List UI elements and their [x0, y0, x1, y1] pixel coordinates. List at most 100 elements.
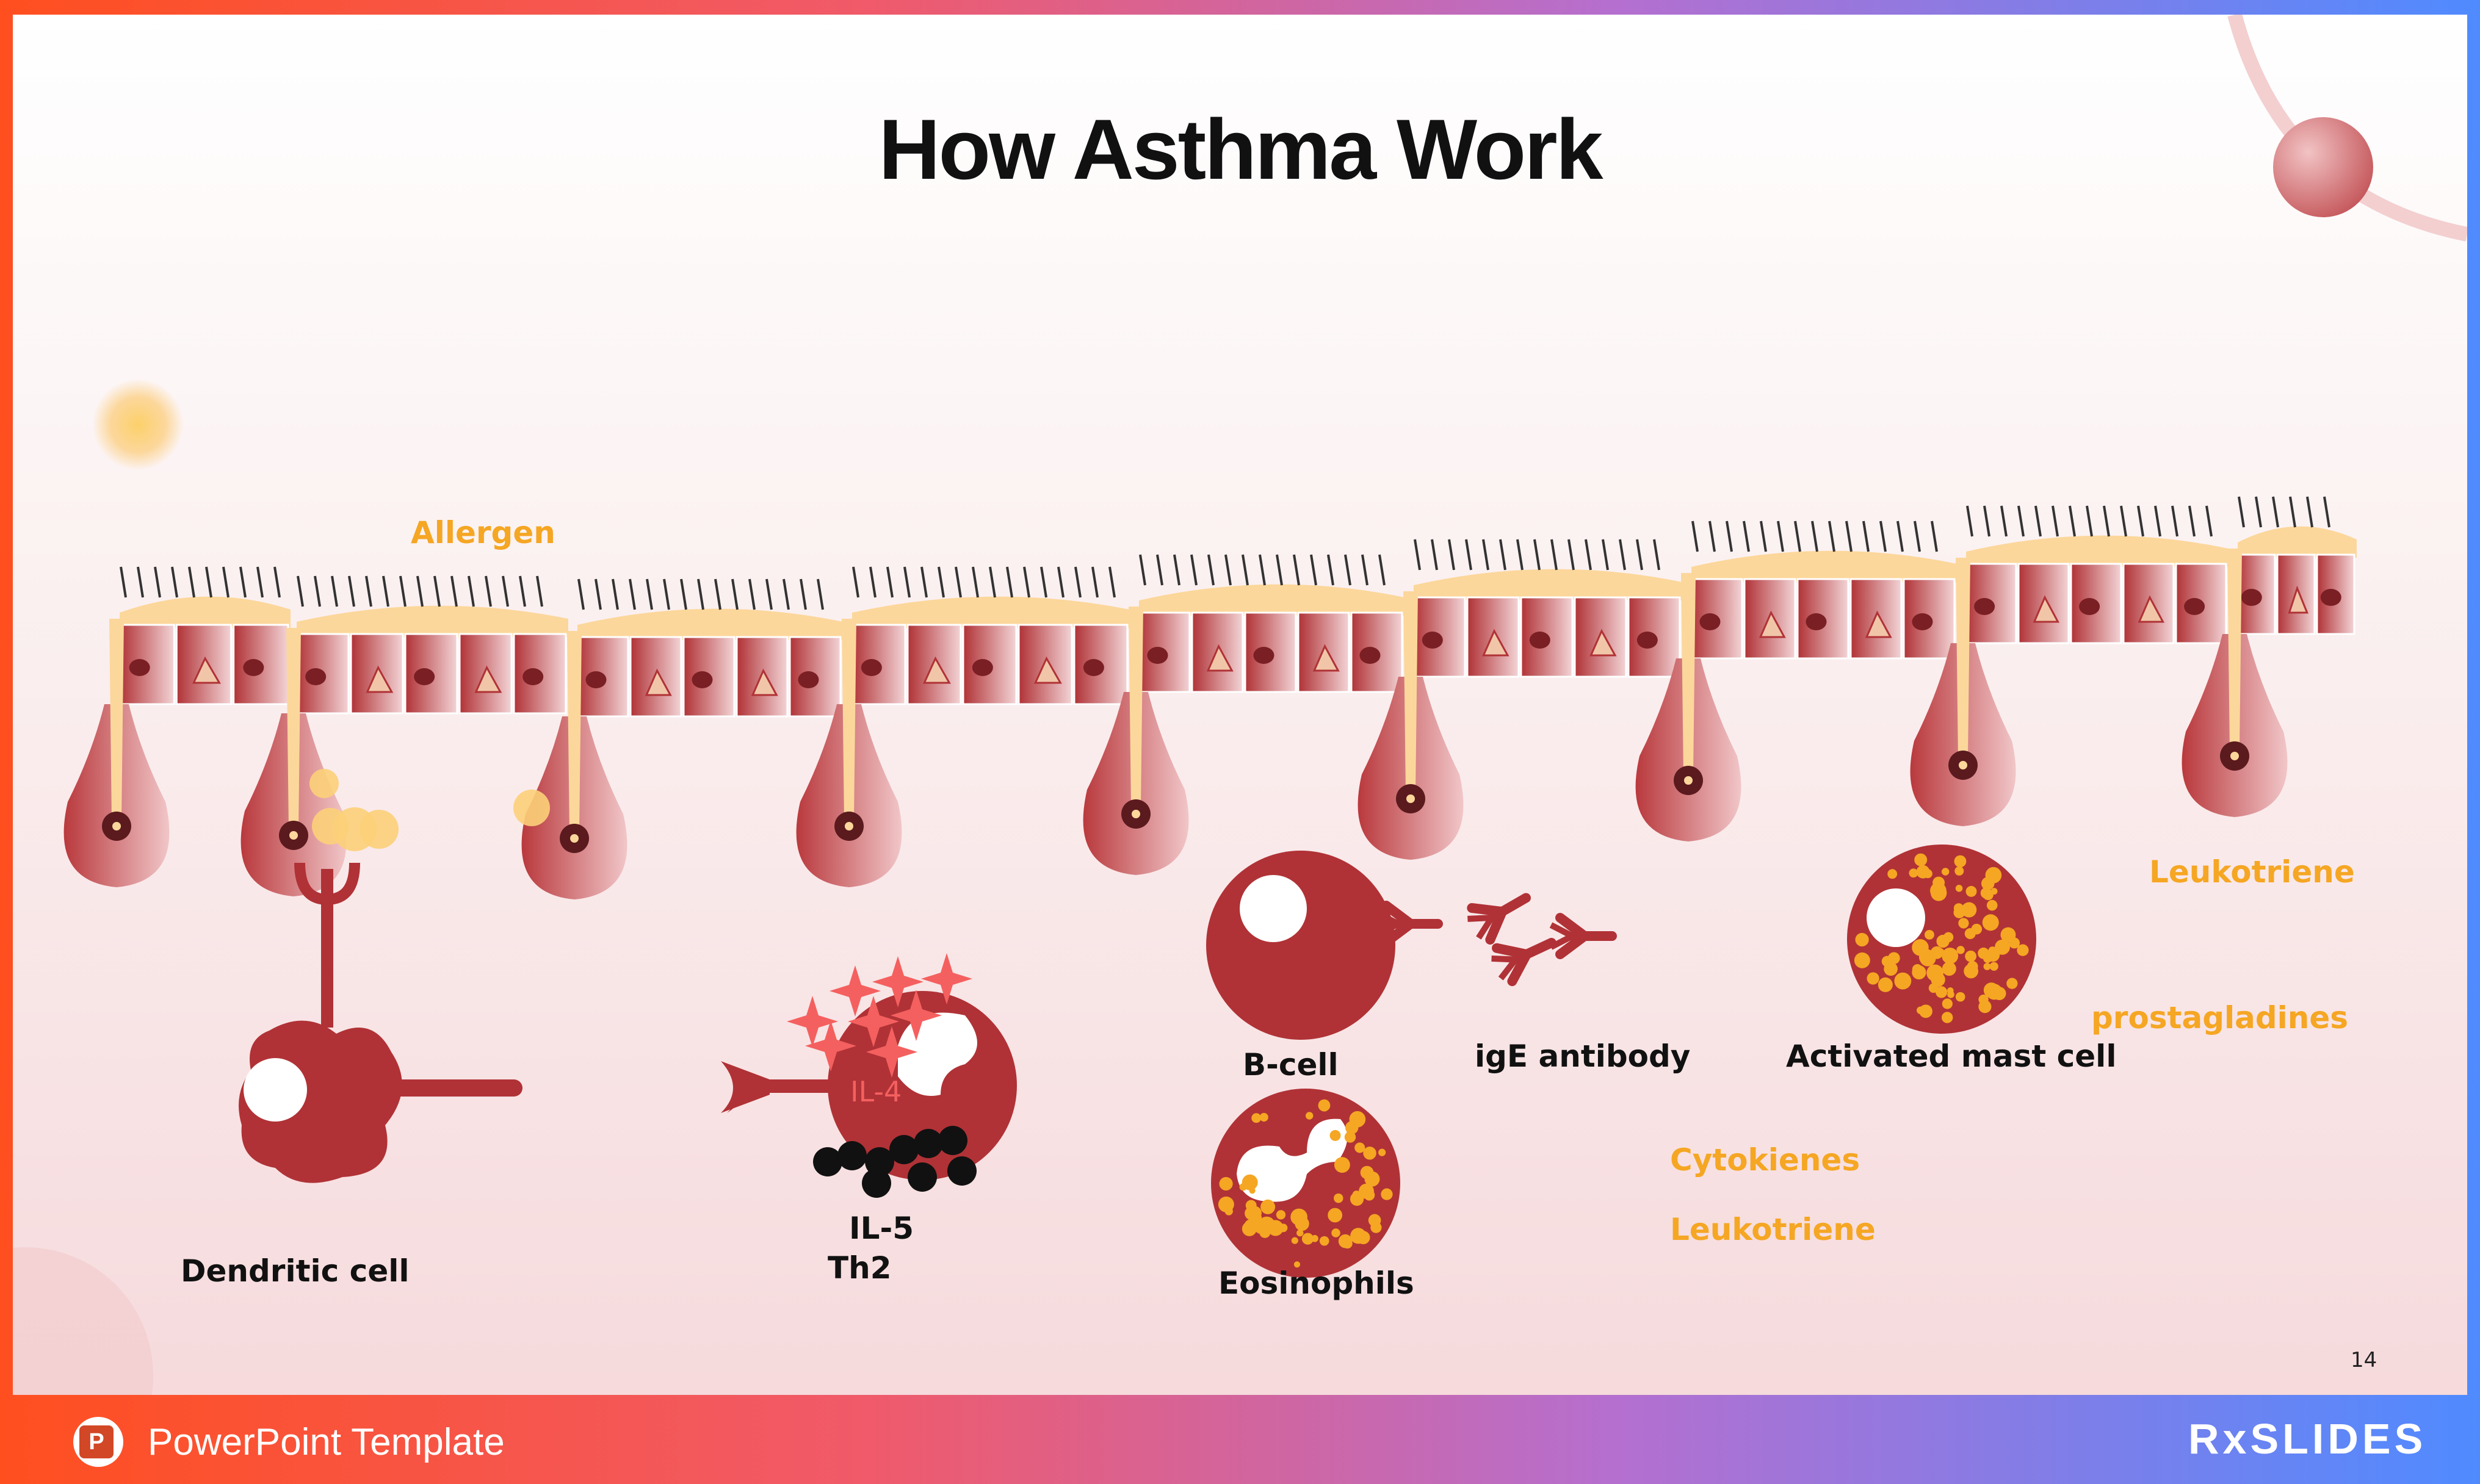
epithelium-segment [796, 566, 1130, 887]
cilium [886, 566, 894, 598]
cilium [1344, 554, 1351, 586]
granule [1352, 1190, 1361, 1199]
cilium [612, 578, 619, 610]
granule [1260, 1199, 1276, 1214]
cell-nucleus [2079, 598, 2100, 615]
cilium [433, 575, 441, 607]
cilium [1276, 554, 1283, 586]
granule [1955, 992, 1965, 1002]
mucus-layer [577, 608, 843, 640]
cilium [1691, 520, 1699, 552]
allergen-sun-icon [92, 379, 184, 470]
cilium [1499, 539, 1506, 571]
cilium [1533, 539, 1541, 571]
mucus-layer [1414, 569, 1682, 600]
cilium [852, 566, 859, 598]
il5-molecule [865, 1147, 894, 1176]
granule [1941, 868, 1950, 876]
goblet-nucleolus [289, 831, 298, 840]
granule [1331, 1228, 1340, 1237]
cilium [2120, 505, 2127, 537]
granule [1931, 972, 1945, 987]
cilium [1091, 566, 1099, 598]
granule [1961, 902, 1977, 918]
granule [1887, 869, 1898, 879]
epithelium-segment [1357, 539, 1682, 860]
il4-sparkle [891, 990, 942, 1041]
cilium [1190, 554, 1198, 586]
granule [1259, 1112, 1268, 1122]
granule [1912, 965, 1926, 980]
basal-cell [1589, 629, 1617, 657]
granule [1942, 962, 1956, 976]
cilium [1636, 539, 1643, 571]
mucus-duct [1129, 607, 1143, 808]
granule [1986, 899, 1998, 911]
basal-cell [2138, 595, 2165, 623]
cilium [154, 566, 161, 598]
granule [1956, 946, 1965, 954]
dendritic-cell-icon [239, 862, 522, 1183]
epithelium-segment [1635, 520, 1957, 841]
cell-nucleus [522, 668, 544, 685]
epithelial-cell [404, 633, 458, 715]
il4-sparkle [866, 1026, 917, 1078]
antibody-inner [1549, 922, 1579, 950]
cell-nucleus [1699, 613, 1721, 630]
cilium [765, 578, 773, 610]
mucus-layer [1966, 535, 2229, 567]
granule [1251, 1113, 1262, 1123]
cilium [1743, 520, 1750, 552]
epithelium-segment [240, 575, 568, 896]
cilium [2188, 505, 2196, 537]
granule [1909, 868, 1918, 878]
cilium [748, 578, 756, 610]
granule [1990, 888, 1998, 895]
cilium [1550, 539, 1558, 571]
granule [1936, 934, 1950, 948]
antibody-inner [1375, 910, 1405, 938]
cilium [1057, 566, 1065, 598]
granule [1894, 972, 1912, 990]
granule [1252, 1212, 1262, 1223]
cilium [1879, 520, 1887, 552]
basal-cell [751, 668, 778, 696]
cell-nucleus [1359, 647, 1381, 664]
cilium [1224, 554, 1232, 586]
granule [1917, 1006, 1925, 1014]
cilium [1448, 539, 1455, 571]
cilium [955, 566, 962, 598]
granule [1334, 1193, 1343, 1203]
granule [1363, 1147, 1376, 1160]
granule [1319, 1236, 1329, 1246]
leukotriene-label-top: Leukotriene [2149, 854, 2355, 890]
granule [1953, 903, 1964, 913]
cilium [1259, 554, 1266, 586]
mucus-layer [852, 596, 1130, 628]
cilium [239, 566, 247, 598]
mucus-duct [109, 619, 124, 820]
cilium [188, 566, 195, 598]
granule [1364, 1189, 1375, 1201]
goblet-nucleolus [570, 834, 579, 843]
cytokienes-label: Cytokienes [1670, 1142, 1860, 1178]
page-number: 14 [2351, 1348, 2377, 1372]
cilium [450, 575, 458, 607]
granule [1854, 952, 1870, 968]
cilium [1828, 520, 1835, 552]
goblet-nucleolus [1132, 810, 1140, 818]
cilium [416, 575, 424, 607]
il5-label: IL-5 [849, 1211, 914, 1246]
granule [1925, 929, 1934, 940]
cell-nucleus [1083, 659, 1104, 676]
slide-title: How Asthma Work [878, 101, 1603, 197]
mucus-duct [1403, 591, 1418, 793]
goblet-nucleolus [1684, 776, 1693, 785]
granule [1338, 1234, 1353, 1248]
cilium [256, 566, 264, 598]
cell-nucleus [1806, 613, 1827, 630]
cilium [817, 578, 824, 610]
cilium [731, 578, 739, 610]
bottom-left-blob-decoration [13, 1247, 153, 1395]
corner-ball-decoration [2273, 117, 2373, 217]
